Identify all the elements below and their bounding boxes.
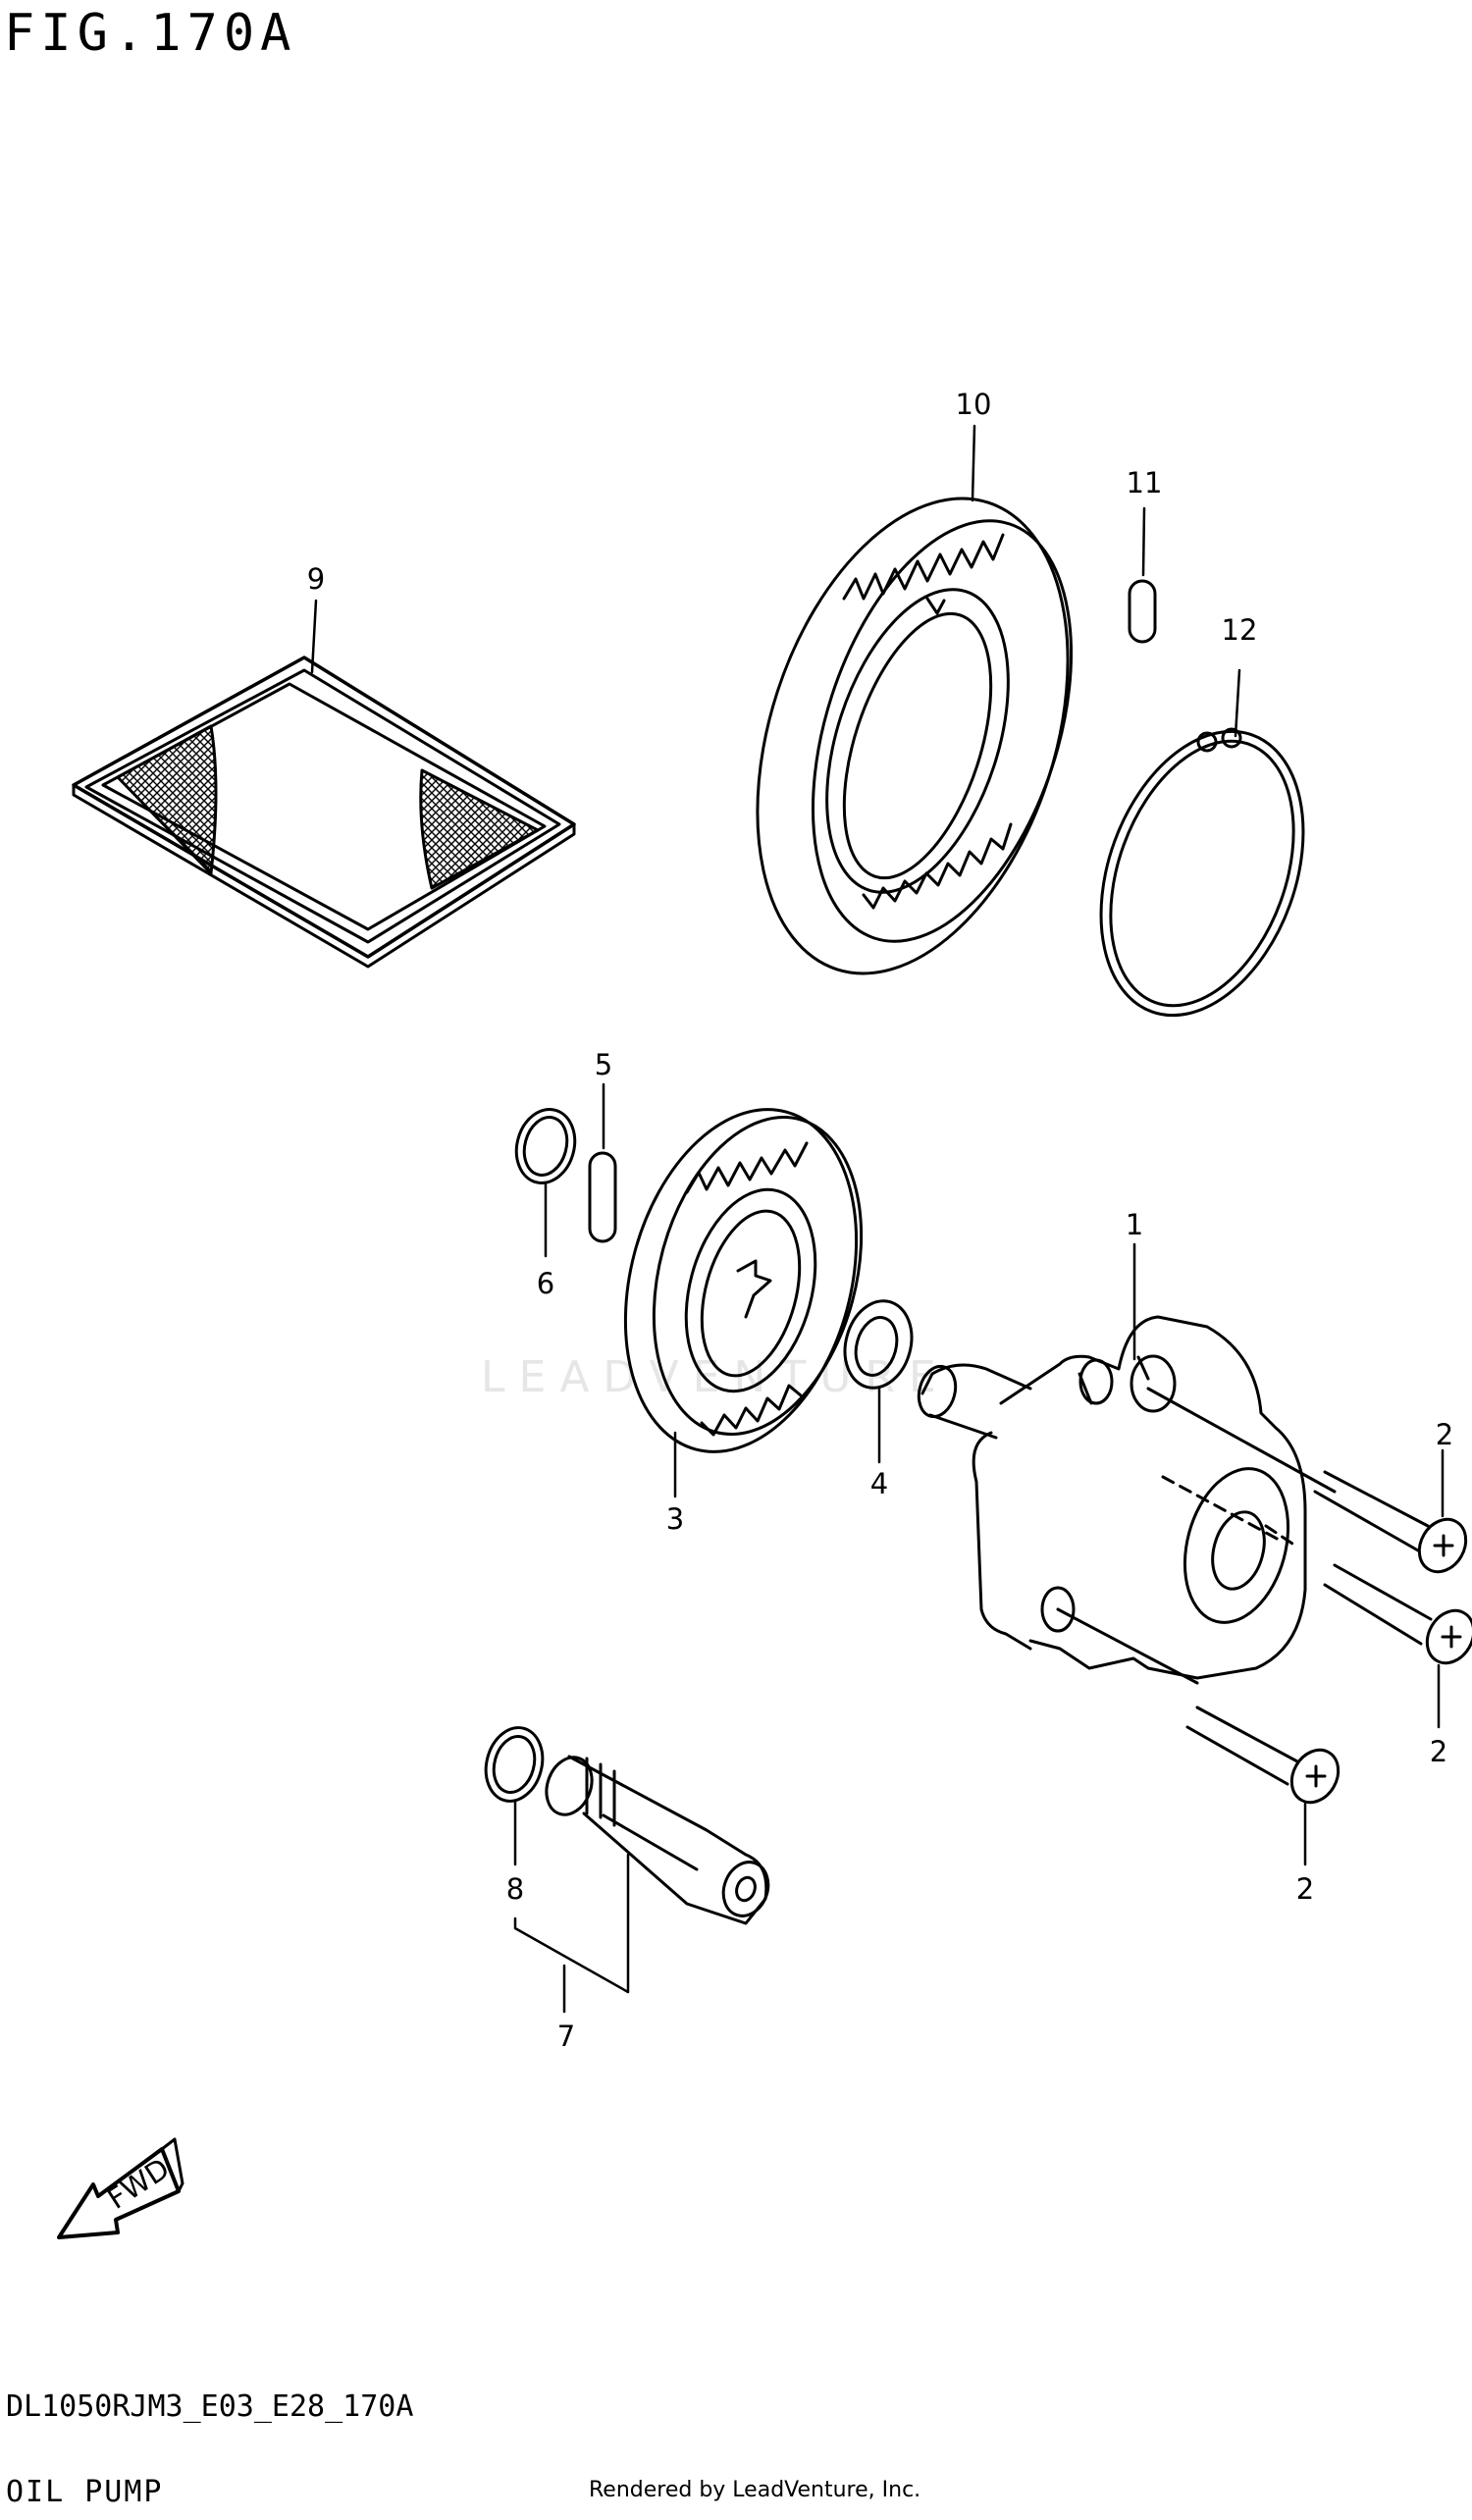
- washer-part-4: [843, 1299, 914, 1390]
- screw-part-2-b: [1323, 1563, 1472, 1665]
- oil-pump-part-1: [917, 1315, 1307, 1680]
- callout-6: 6: [537, 1267, 554, 1300]
- callout-12: 12: [1222, 613, 1258, 647]
- callout-9: 9: [307, 562, 325, 596]
- callout-2-a: 2: [1436, 1418, 1453, 1451]
- pin-part-5: [588, 1151, 617, 1243]
- callout-2-c: 2: [1296, 1872, 1314, 1906]
- screw-part-2-c: [1056, 1607, 1341, 1805]
- rendered-by-credit: Rendered by LeadVenture, Inc.: [589, 2478, 921, 2502]
- callout-2-b: 2: [1430, 1735, 1447, 1768]
- callout-8: 8: [506, 1872, 524, 1906]
- callout-4: 4: [870, 1467, 888, 1500]
- pin-part-11: [1128, 579, 1157, 644]
- callout-11: 11: [1127, 466, 1163, 499]
- oil-pump-gear-part-3: [623, 1108, 864, 1453]
- forward-arrow-icon: [57, 2137, 184, 2239]
- figure-title: FIG.170A: [4, 4, 297, 63]
- oil-strainer-part-9: [72, 656, 576, 969]
- callout-10: 10: [956, 388, 992, 421]
- diagram-code: DL1050RJM3_E03_E28_170A: [6, 2389, 414, 2424]
- watermark: LEADVENTURE: [481, 1352, 950, 1402]
- o-ring-part-8: [484, 1726, 545, 1803]
- oil-pump-driven-gear-part-10: [756, 497, 1074, 975]
- circlip-part-12: [1099, 727, 1305, 1018]
- section-name: OIL PUMP: [6, 2475, 164, 2509]
- oil-pump-shaft-part-7: [545, 1755, 770, 1925]
- screw-part-2-a: [1146, 1387, 1468, 1574]
- callout-5: 5: [595, 1048, 612, 1081]
- callout-7: 7: [557, 2020, 575, 2053]
- callout-leaders: [310, 424, 1445, 2014]
- callout-1: 1: [1126, 1208, 1143, 1241]
- fwd-label: FWD: [101, 2151, 175, 2215]
- small-circlip-part-6: [514, 1108, 577, 1184]
- callout-3: 3: [666, 1502, 684, 1536]
